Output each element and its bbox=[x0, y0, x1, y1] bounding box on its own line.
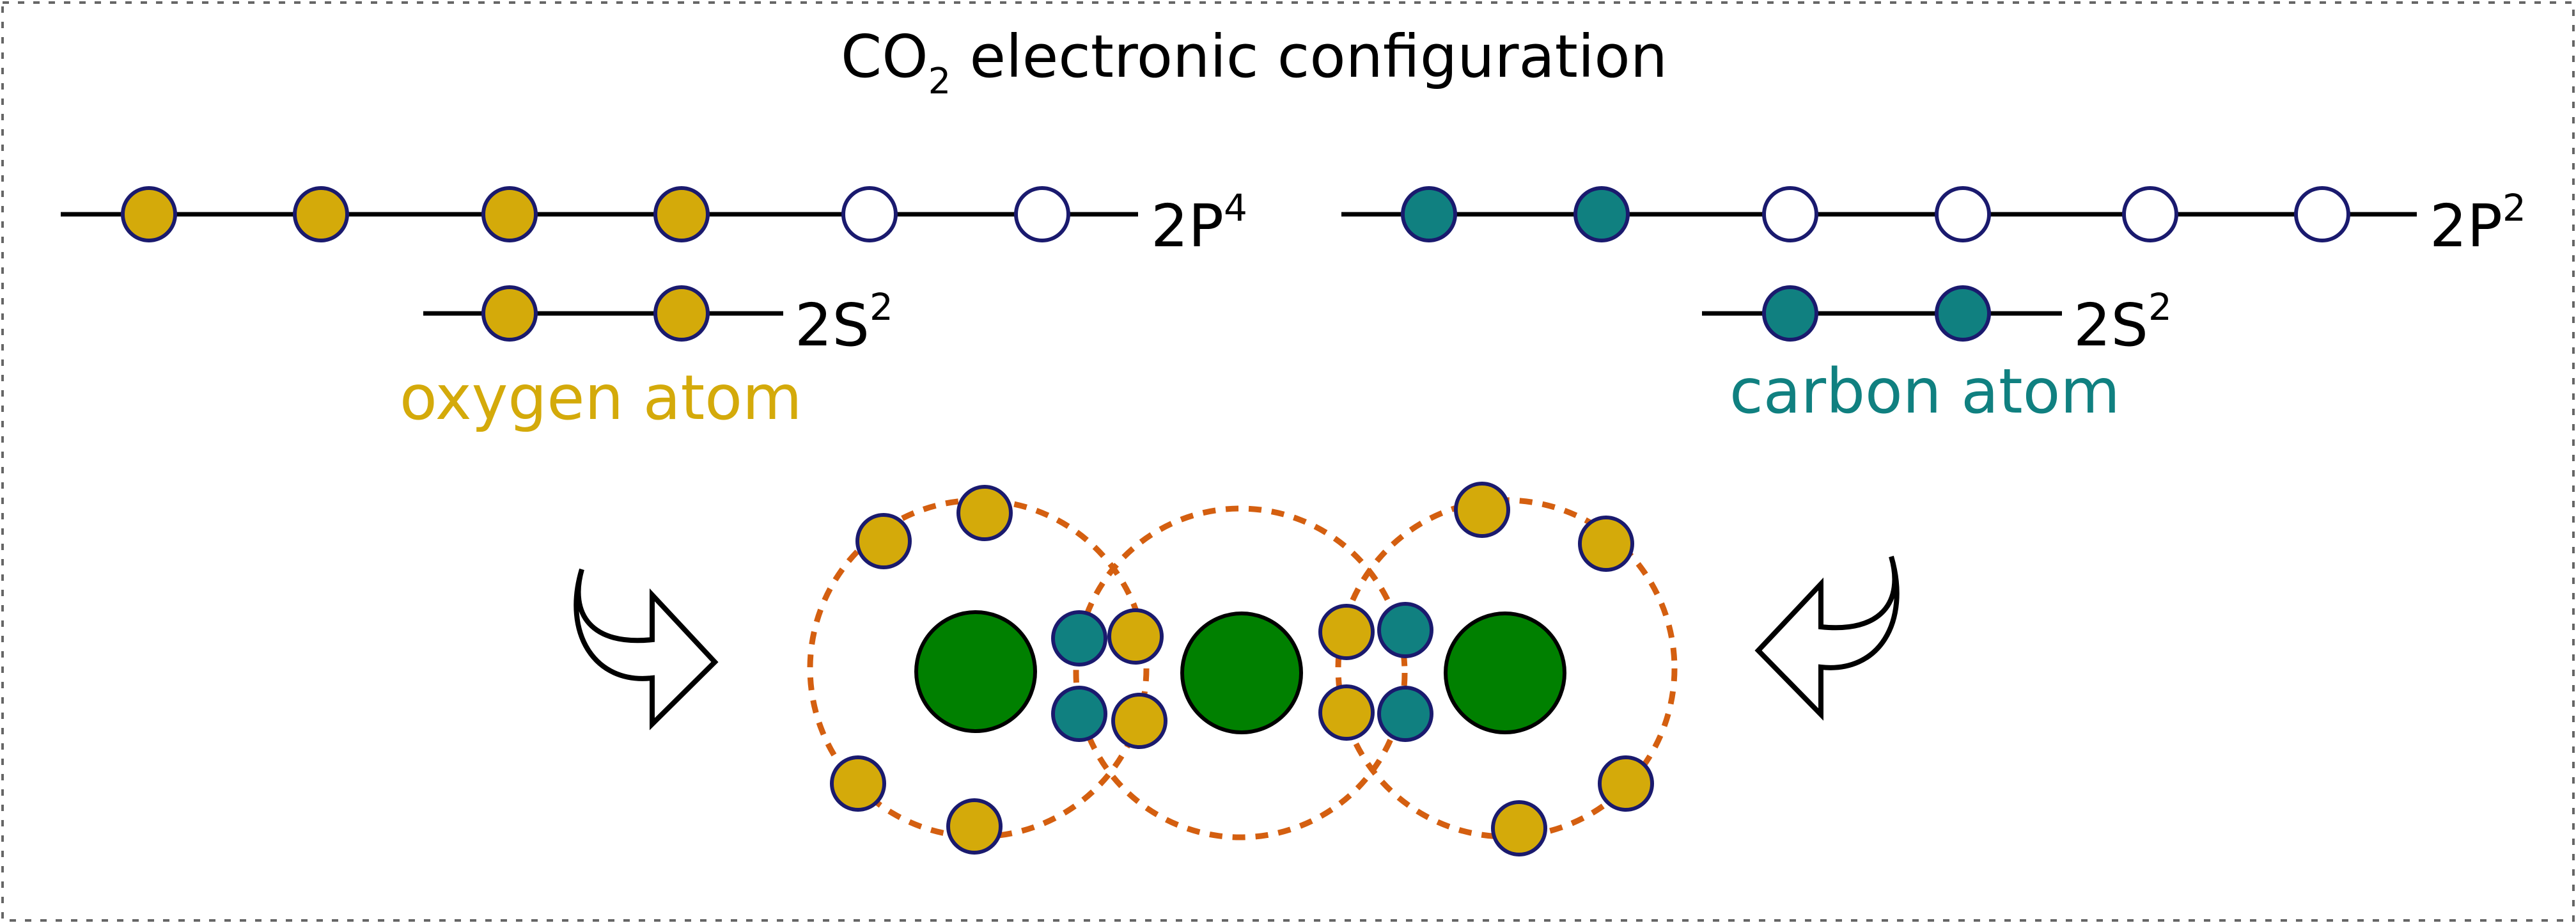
carbon-electron bbox=[1051, 610, 1107, 667]
co2-molecule bbox=[807, 482, 1678, 856]
oxygen-electron bbox=[1598, 755, 1654, 812]
oxygen-electron bbox=[855, 513, 912, 569]
oxygen-electron bbox=[1491, 800, 1547, 856]
carbon-2s-electron bbox=[1935, 285, 1991, 342]
oxygen-2s-electron bbox=[653, 285, 710, 342]
carbon-electron bbox=[1377, 686, 1433, 742]
oxygen-2s-label: 2S2 bbox=[795, 285, 893, 359]
oxygen-electron bbox=[1318, 684, 1375, 741]
oxygen-electron bbox=[1578, 516, 1634, 572]
carbon-2p-label: 2P2 bbox=[2430, 186, 2526, 260]
oxygen-2s-electron bbox=[481, 285, 538, 342]
oxygen-electron bbox=[1107, 608, 1164, 665]
oxygen-electron bbox=[830, 755, 886, 812]
oxygen-2p-slot bbox=[1014, 186, 1070, 242]
carbon-2p-slot bbox=[2122, 186, 2178, 242]
oxygen-electron bbox=[946, 798, 1003, 855]
oxygen-energy-levels: 2P4 2S2 oxygen atom bbox=[61, 186, 1247, 434]
oxygen-2p-electron bbox=[653, 186, 710, 242]
diagram-title: CO2 electronic configuration bbox=[841, 22, 1667, 102]
carbon-electron bbox=[1377, 602, 1433, 658]
carbon-electron bbox=[1051, 686, 1107, 742]
title-suffix: electronic configuration bbox=[951, 22, 1667, 91]
title-subscript: 2 bbox=[928, 61, 951, 102]
carbon-2s-label: 2S2 bbox=[2073, 285, 2172, 359]
oxygen-electron bbox=[1111, 693, 1167, 749]
oxygen-electron bbox=[956, 485, 1013, 541]
left-oxygen-nucleus bbox=[914, 610, 1037, 733]
oxygen-2p-label: 2P4 bbox=[1151, 186, 1247, 260]
carbon-atom-label: carbon atom bbox=[1729, 356, 2120, 427]
carbon-2s-electron bbox=[1762, 285, 1818, 342]
carbon-2p-slot bbox=[2294, 186, 2350, 242]
oxygen-2p-electron bbox=[481, 186, 538, 242]
carbon-nucleus bbox=[1180, 611, 1303, 734]
title-prefix: CO bbox=[841, 22, 928, 91]
carbon-2p-electron bbox=[1573, 186, 1630, 242]
right-curved-arrow-icon bbox=[1754, 555, 1900, 721]
oxygen-2p-electron bbox=[121, 186, 177, 242]
carbon-2p-slot bbox=[1762, 186, 1818, 242]
right-oxygen-nucleus bbox=[1444, 611, 1566, 734]
carbon-shell bbox=[1073, 505, 1408, 840]
carbon-2p-slot bbox=[1935, 186, 1991, 242]
carbon-2p-electron bbox=[1401, 186, 1457, 242]
oxygen-2p-slot bbox=[841, 186, 898, 242]
left-curved-arrow-icon bbox=[574, 568, 719, 730]
oxygen-electron bbox=[1454, 482, 1510, 538]
carbon-energy-levels: 2P2 2S2 carbon atom bbox=[1341, 186, 2526, 427]
oxygen-2p-electron bbox=[293, 186, 349, 242]
oxygen-electron bbox=[1318, 604, 1375, 660]
oxygen-atom-label: oxygen atom bbox=[400, 362, 802, 434]
